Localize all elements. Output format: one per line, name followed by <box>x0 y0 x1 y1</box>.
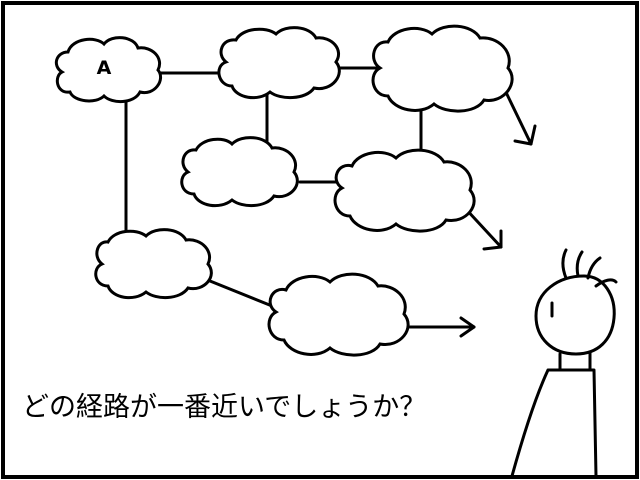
cloud-node-top-middle <box>217 26 341 100</box>
cloud-node-middle-right <box>333 148 476 233</box>
cloud-node-center <box>180 136 299 208</box>
cloud-node-top-right <box>371 24 514 113</box>
stick-figure <box>510 248 618 478</box>
question-caption: どの経路が一番近いでしょうか？ <box>22 392 427 423</box>
cloud-node-a <box>54 36 163 103</box>
figure-neck <box>558 350 592 372</box>
cloud-node-lower-left <box>94 228 213 300</box>
figure-head <box>534 274 616 356</box>
figure-body <box>510 368 598 478</box>
cloud-node-bottom <box>267 272 410 357</box>
exit-arrow-bottom <box>408 316 476 338</box>
cloud-nodes <box>54 24 514 357</box>
start-node-label: A <box>97 57 112 79</box>
